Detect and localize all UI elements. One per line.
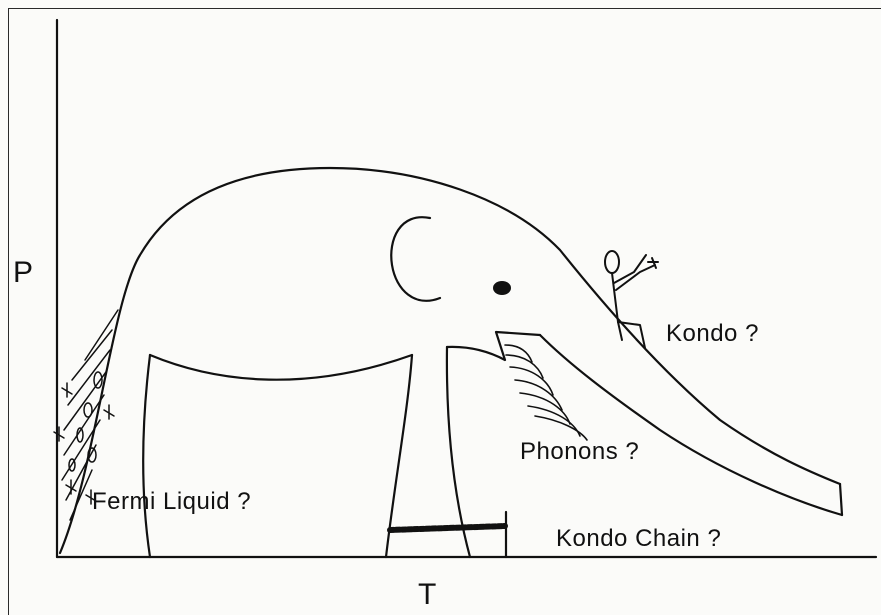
belly [150, 355, 412, 380]
phonons-label: Phonons ? [520, 440, 639, 464]
x-axis-label: T [418, 580, 436, 610]
y-axis-label: P [13, 258, 33, 288]
trunk-tip [840, 484, 842, 515]
kondo-label: Kondo ? [666, 322, 759, 346]
mouth [447, 332, 540, 360]
elephant-ear [391, 217, 440, 301]
phonon-waves [505, 345, 587, 440]
kondo-chain-label: Kondo Chain ? [556, 527, 721, 551]
trunk-underside [540, 335, 842, 515]
kondo-chain [390, 526, 505, 530]
elephant-eye [493, 281, 511, 295]
back-leg [143, 355, 150, 557]
fermi-liquid-label: Fermi Liquid ? [92, 490, 251, 514]
